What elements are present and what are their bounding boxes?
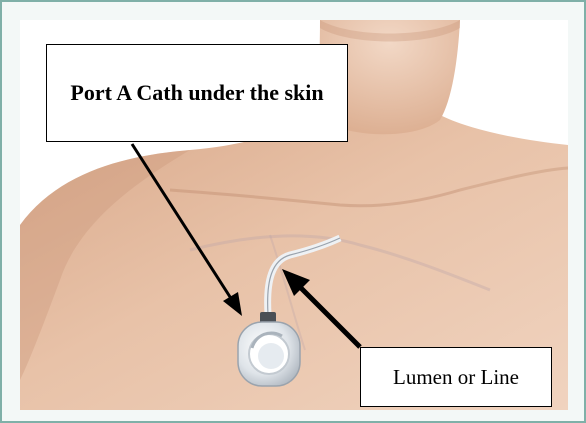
port-callout-text: Port A Cath under the skin: [70, 76, 323, 110]
lumen-callout-text: Lumen or Line: [393, 365, 519, 390]
lumen-callout-label: Lumen or Line: [360, 347, 552, 407]
port-device-icon: [238, 322, 300, 386]
port-callout-label: Port A Cath under the skin: [46, 44, 348, 142]
